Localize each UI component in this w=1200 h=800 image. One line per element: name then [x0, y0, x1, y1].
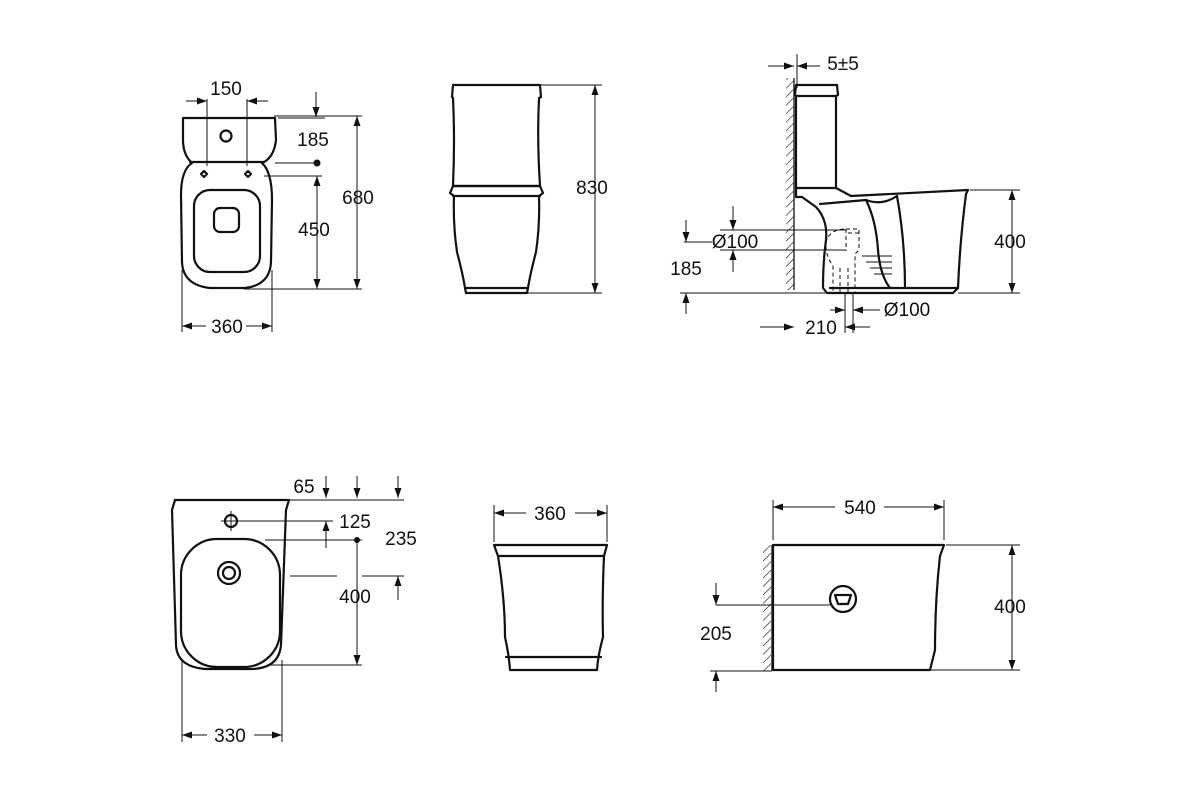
bidet-side-view: 540 205 400	[700, 498, 1026, 692]
dim-205-label: 205	[700, 624, 732, 645]
wc-top-view: 150 185 680 450 360	[179, 79, 374, 338]
dim-830-label: 830	[576, 178, 608, 199]
dim-680-label: 680	[342, 188, 374, 209]
wc-side-view: 5±5 Ø100 185 Ø100 210 400	[670, 54, 1026, 339]
dim-540-label: 540	[844, 498, 876, 519]
dim-dia100-bottom-label: Ø100	[884, 300, 930, 321]
dim-5pm5-label: 5±5	[827, 54, 859, 75]
dim-150-label: 150	[210, 79, 242, 100]
tap-hole-icon	[219, 129, 233, 143]
dim-330-label: 330	[214, 726, 246, 747]
dim-400-bidet-label: 400	[339, 587, 371, 608]
bidet-drain-icon	[828, 584, 858, 614]
dim-210-label: 210	[805, 318, 837, 339]
dim-125-label: 125	[339, 512, 371, 533]
dim-65-label: 65	[293, 477, 314, 498]
dim-400-side-label: 400	[994, 232, 1026, 253]
drain-icon	[216, 560, 242, 586]
dim-400-bidet-side-label: 400	[994, 597, 1026, 618]
dim-360-bidet-label: 360	[534, 504, 566, 525]
bidet-top-view: 65 125 235 400 330	[170, 476, 417, 747]
dim-360-label: 360	[211, 317, 243, 338]
dim-450-label: 450	[298, 220, 330, 241]
dim-235-label: 235	[385, 529, 417, 550]
dim-185-side-label: 185	[670, 259, 702, 280]
dim-185-label: 185	[297, 130, 329, 151]
dim-dia100-top-label: Ø100	[712, 232, 758, 253]
wc-front-view: 830	[448, 83, 608, 295]
bidet-front-view: 360	[492, 504, 609, 672]
